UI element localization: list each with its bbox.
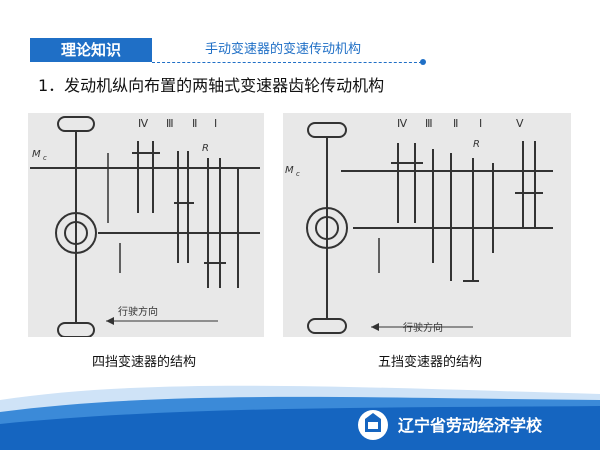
gear-label: Ⅰ (479, 117, 482, 130)
four-speed-caption: 四挡变速器的结构 (92, 355, 197, 370)
school-name: 辽宁省劳动经济学校 (398, 416, 543, 435)
section-heading: 1．发动机纵向布置的两轴式变速器齿轮传动机构 (38, 76, 385, 95)
direction-arrowhead (371, 323, 379, 331)
gear-label: Ⅲ (425, 117, 433, 130)
input-label: M (285, 165, 294, 176)
header-dot (420, 59, 426, 65)
gear-label: Ⅲ (166, 117, 174, 130)
five-speed-caption: 五挡变速器的结构 (378, 355, 483, 370)
school-logo-icon (357, 409, 389, 441)
gear-label: Ⅱ (192, 117, 197, 130)
section-tag: 理论知识 (30, 38, 152, 62)
section-subtitle: 手动变速器的变速传动机构 (204, 42, 361, 57)
direction-arrowhead (106, 317, 114, 325)
input-label-sub: c (43, 154, 47, 162)
reverse-label: R (202, 143, 209, 154)
five-speed-diagram: Ⅳ Ⅲ Ⅱ Ⅰ Ⅴ R M c 行驶方向 (283, 113, 571, 337)
direction-label: 行驶方向 (118, 305, 158, 318)
gear-label: Ⅰ (214, 117, 217, 130)
gear-label: Ⅳ (397, 117, 408, 130)
reverse-label: R (473, 139, 480, 150)
gear-label: Ⅳ (138, 117, 149, 130)
gear-label: Ⅴ (516, 117, 524, 130)
header-divider (152, 62, 422, 63)
input-label: M (32, 149, 41, 160)
input-label-sub: c (296, 170, 300, 178)
gear-label: Ⅱ (453, 117, 458, 130)
footer-band (0, 385, 600, 450)
four-speed-diagram: Ⅳ Ⅲ Ⅱ Ⅰ R M c 行驶方向 (28, 113, 264, 338)
direction-label: 行驶方向 (403, 321, 443, 334)
